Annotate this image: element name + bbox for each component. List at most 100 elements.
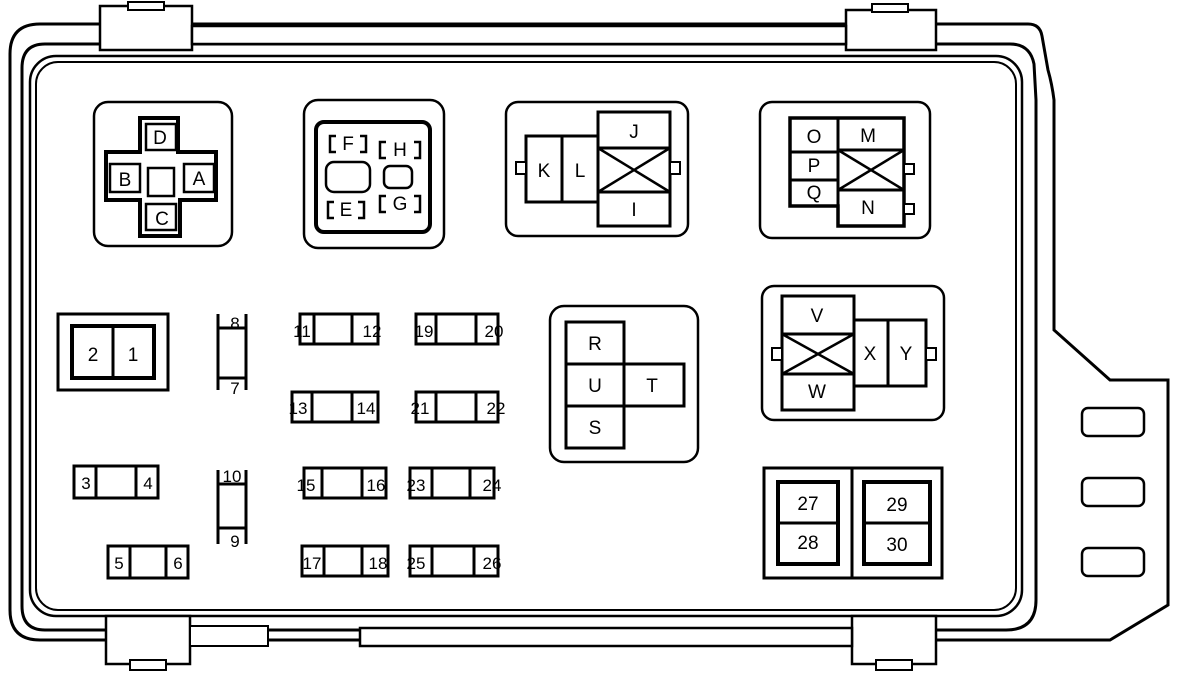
relay-rstu-t — [622, 362, 686, 408]
relay-mnopq-x2 — [837, 148, 905, 192]
clip-bottom-right — [850, 614, 938, 666]
label-V: V — [811, 306, 824, 327]
connector-efgh: E F G H — [302, 98, 446, 250]
fuse-7-8-body — [216, 326, 248, 380]
fuse-13-14: 13 14 — [289, 390, 380, 424]
label-A: A — [193, 169, 206, 190]
relay-mnopq-tab-right-1 — [903, 163, 915, 175]
connector-efgh-body — [314, 120, 432, 234]
clip-bottom-left-flange — [189, 625, 269, 647]
fuse-label-20: 20 — [485, 322, 504, 341]
connector-abcd-pin-d — [144, 122, 178, 152]
relay-vwxy-x2 — [781, 332, 855, 376]
fuse-27-30-block: 27 28 29 30 — [762, 466, 944, 580]
fuse-label-11: 11 — [293, 322, 311, 341]
fuse-9-10-body — [216, 482, 248, 530]
fuse-5-6: 5 6 — [106, 544, 190, 580]
connector-efgh-brackets — [326, 134, 422, 220]
label-S: S — [589, 418, 602, 439]
housing — [8, 22, 1170, 642]
fuse-label-13: 13 — [289, 399, 308, 418]
label-R: R — [588, 334, 602, 355]
fuse-label-23: 23 — [407, 476, 426, 495]
fuse-3-4-body — [72, 464, 160, 500]
fuse-label-30: 30 — [886, 535, 907, 556]
label-H: H — [393, 140, 407, 161]
label-G: G — [393, 194, 408, 215]
fuse-label-25: 25 — [407, 554, 426, 573]
fuse-label-27: 27 — [797, 494, 818, 515]
label-U: U — [588, 376, 602, 397]
relay-jkli-x2 — [597, 146, 671, 194]
side-slot-1 — [1080, 406, 1146, 438]
fuse-21-22-body — [414, 390, 500, 424]
label-W: W — [808, 382, 826, 403]
fuse-23-24-body — [408, 466, 496, 500]
fuse-label-1: 1 — [128, 345, 139, 366]
fuse-label-4: 4 — [143, 474, 152, 493]
label-F: F — [342, 134, 354, 155]
fuse-5-6-body — [106, 544, 190, 580]
fuse-7-8: 8 7 — [216, 314, 248, 398]
fuse-label-6: 6 — [173, 554, 182, 573]
connector-abcd-pin-a — [182, 162, 216, 194]
relay-mnopq: M N O P Q — [758, 100, 932, 240]
label-M: M — [860, 126, 876, 147]
housing-outer — [8, 22, 1170, 642]
fuse-19-20: 19 20 — [414, 312, 504, 346]
fuse-19-20-body — [414, 312, 500, 346]
fuse-13-14-body — [290, 390, 380, 424]
fuse-label-10: 10 — [223, 467, 242, 486]
fuse-17-18-body — [300, 544, 390, 578]
label-L: L — [575, 161, 586, 182]
connector-abcd-center — [146, 166, 176, 198]
housing-inner-1 — [20, 42, 1038, 632]
fuse-label-22: 22 — [487, 399, 506, 418]
clip-top-right-nub — [871, 3, 909, 13]
label-P: P — [808, 156, 821, 177]
fuse-label-19: 19 — [415, 322, 434, 341]
clip-bottom-left-nub — [129, 659, 167, 671]
fuse-label-12: 12 — [363, 322, 382, 341]
fuse-label-17: 17 — [303, 554, 322, 573]
housing-inner-3 — [35, 61, 1017, 611]
label-X: X — [864, 344, 877, 365]
fuse-15-16: 15 16 — [297, 466, 388, 500]
fuse-label-15: 15 — [297, 476, 316, 495]
side-slot-2 — [1080, 476, 1146, 508]
fuse-9-10-terminals — [216, 470, 248, 544]
fuse-label-28: 28 — [797, 533, 818, 554]
fuse-3-4: 3 4 — [72, 464, 160, 500]
fuse-label-3: 3 — [81, 474, 90, 493]
label-N: N — [861, 198, 875, 219]
label-K: K — [538, 161, 551, 182]
relay-jkli-tab-right — [669, 161, 681, 175]
label-J: J — [629, 122, 639, 143]
fuse-25-26-body — [408, 544, 500, 578]
connector-abcd-pin-c — [144, 202, 178, 232]
fuse-label-7: 7 — [230, 379, 239, 398]
fuse-label-8: 8 — [230, 314, 239, 333]
fuse-label-24: 24 — [483, 476, 502, 495]
fuse-label-16: 16 — [367, 476, 386, 495]
side-slot-3 — [1080, 546, 1146, 578]
fuse-17-18: 17 18 — [300, 544, 390, 578]
label-D: D — [153, 128, 167, 149]
clip-top-right — [844, 8, 938, 52]
fuse-11-12: 11 12 — [293, 312, 382, 346]
relay-vwxy-tab-left — [771, 347, 783, 361]
fuse-label-29: 29 — [886, 495, 907, 516]
clips — [98, 1, 938, 671]
fuse-label-14: 14 — [357, 399, 376, 418]
fuse-23-24: 23 24 — [407, 466, 502, 500]
clip-bottom-right-nub — [875, 659, 913, 671]
label-Q: Q — [807, 183, 822, 204]
side-slots — [1080, 406, 1146, 578]
relay-vwxy-tab-right — [925, 347, 937, 361]
fuse-label-21: 21 — [411, 399, 430, 418]
connector-efgh-pin-small — [382, 164, 414, 190]
fuse-label-9: 9 — [230, 532, 239, 551]
relay-jkli-tab-left — [515, 161, 527, 175]
fuse-label-2: 2 — [88, 345, 99, 366]
